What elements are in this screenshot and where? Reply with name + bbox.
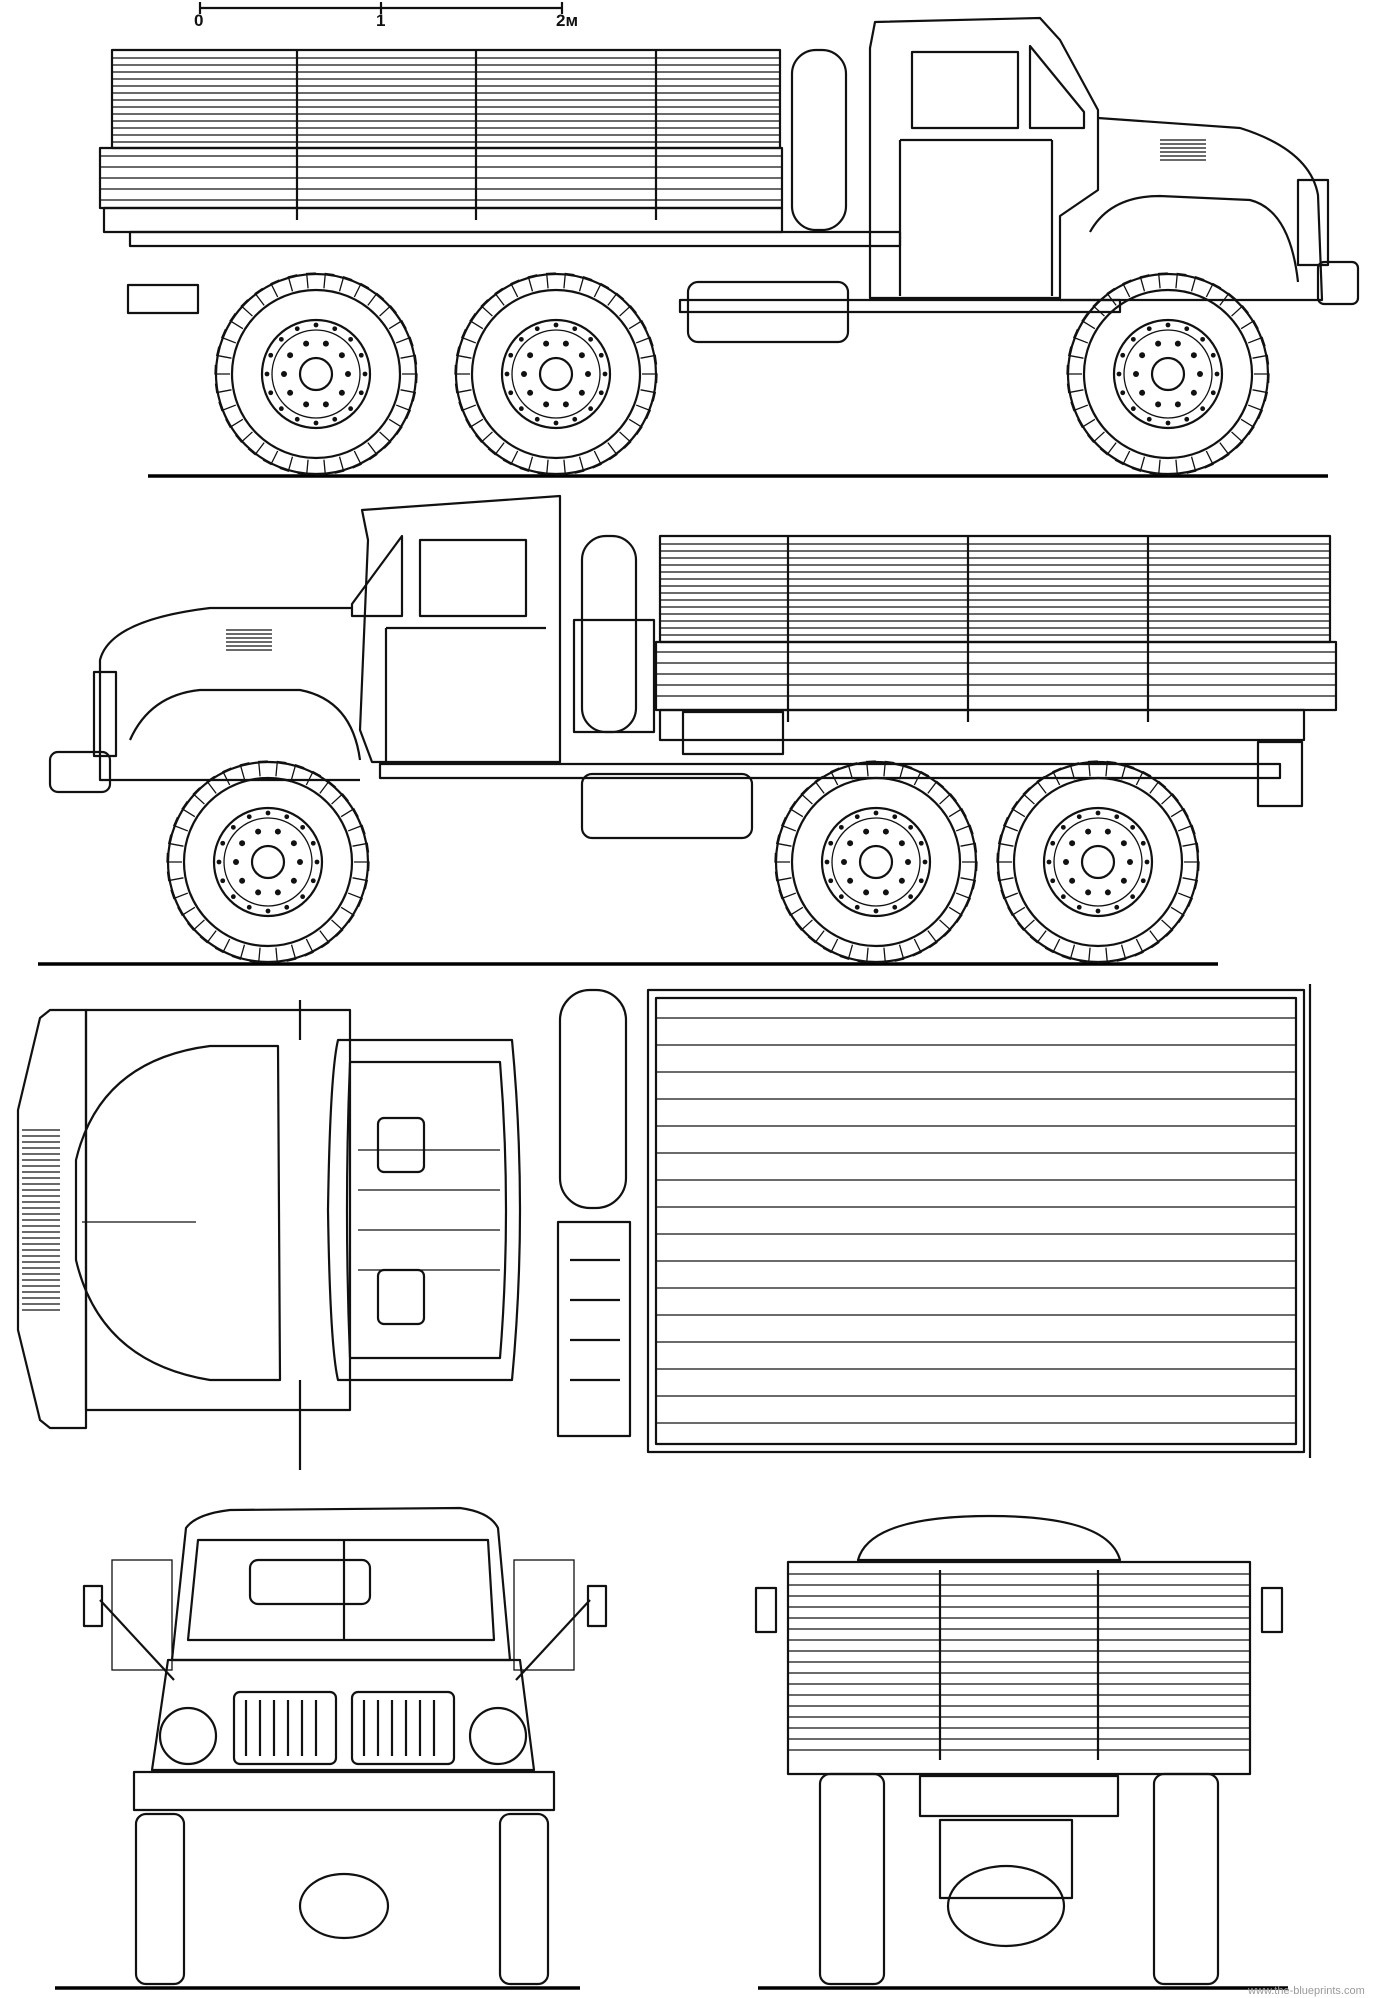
hood-front xyxy=(150,1658,536,1772)
scale-tick-0: 0 xyxy=(194,11,203,30)
cab xyxy=(868,16,1100,300)
tow-plate xyxy=(938,1818,1074,1900)
rear-light-box xyxy=(126,283,200,315)
front-wheel xyxy=(1066,272,1270,476)
scale-tick-1: 1 xyxy=(376,11,385,30)
headlight-right xyxy=(468,1706,528,1766)
grille-right xyxy=(350,1690,456,1766)
cargo-body xyxy=(98,48,784,315)
spare-wheel xyxy=(580,534,638,734)
tail-light-left xyxy=(754,1586,778,1634)
rear-wheel-2 xyxy=(454,272,658,476)
rear-view xyxy=(754,1514,1288,1990)
bumper xyxy=(48,750,112,794)
right-side-view xyxy=(38,494,1338,966)
hood xyxy=(48,606,362,794)
hood-top xyxy=(74,1044,282,1382)
rear-wheel-1 xyxy=(774,760,978,964)
hood xyxy=(1060,116,1360,306)
scale-bar: 0 1 2м xyxy=(194,2,578,30)
cab-door-window xyxy=(418,538,528,618)
front-wheel-left xyxy=(134,1812,186,1986)
watermark: www.the-blueprints.com xyxy=(1247,1985,1365,1997)
rear-wheel-right xyxy=(1152,1772,1220,1986)
cab-roof xyxy=(326,1038,522,1382)
roof-hatch-1 xyxy=(376,1116,426,1174)
mudflap-bracket xyxy=(1256,740,1304,808)
front-bumper xyxy=(132,1770,556,1812)
cab-roof-behind xyxy=(856,1514,1122,1562)
rear-crossmember xyxy=(918,1774,1120,1818)
scale-tick-2: 2м xyxy=(556,11,578,30)
front-wheel xyxy=(166,760,370,964)
frame-ladder xyxy=(556,1220,632,1438)
tail-light-right xyxy=(1260,1586,1284,1634)
axle-housing xyxy=(298,1872,390,1940)
chassis-frame xyxy=(378,762,1282,780)
chassis-frame xyxy=(128,230,902,248)
windshield xyxy=(186,1538,496,1642)
cargo-bed xyxy=(646,988,1306,1454)
grille-side xyxy=(92,670,118,758)
battery-box xyxy=(572,618,656,734)
top-view xyxy=(16,984,1312,1470)
front-view xyxy=(55,1506,608,1990)
headlight-left xyxy=(158,1706,218,1766)
rear-axle-housing xyxy=(946,1864,1066,1948)
front-wheel-right xyxy=(498,1812,550,1986)
mirror-left xyxy=(82,1584,104,1628)
cab-door-window xyxy=(910,50,1020,130)
rear-window-through xyxy=(248,1558,372,1606)
roof-hatch-2 xyxy=(376,1268,426,1326)
fuel-tank xyxy=(580,772,754,840)
grille-left xyxy=(232,1690,338,1766)
windshield xyxy=(350,534,404,618)
front-fenders xyxy=(84,1008,352,1412)
cab-front xyxy=(170,1506,512,1662)
front-bumper xyxy=(16,1008,88,1430)
windshield xyxy=(1028,44,1086,130)
rear-wheel-1 xyxy=(214,272,418,476)
cab xyxy=(350,494,562,764)
rear-wheel-left xyxy=(818,1772,886,1986)
mirror-right xyxy=(586,1584,608,1628)
bumper xyxy=(1316,260,1360,306)
tailgate xyxy=(786,1560,1252,1776)
left-side-view xyxy=(98,16,1360,478)
spare-wheel xyxy=(790,48,848,232)
grille-side xyxy=(1296,178,1330,267)
cargo-body xyxy=(654,534,1338,808)
spare-wheel xyxy=(558,988,628,1210)
rear-wheel-2 xyxy=(996,760,1200,964)
tool-box xyxy=(681,710,785,756)
fuel-tank xyxy=(686,280,850,344)
